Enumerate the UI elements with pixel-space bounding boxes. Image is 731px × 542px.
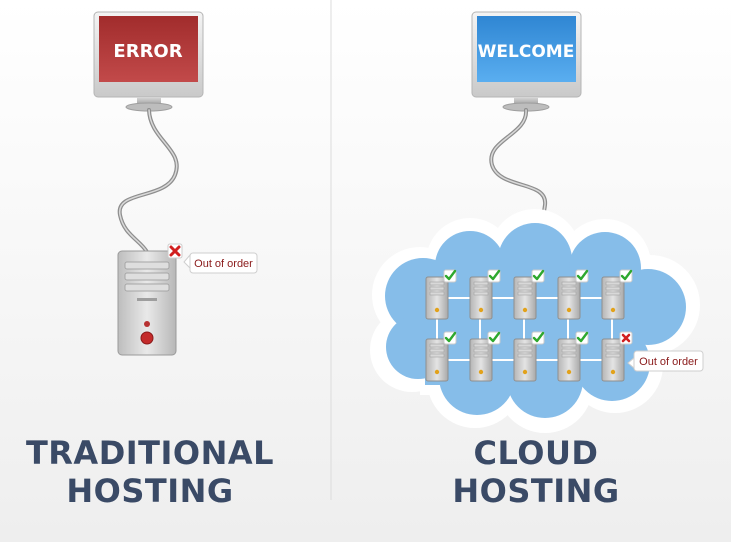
left-cable [117,108,179,254]
mini-server-ok [469,276,493,320]
cloud-title-line1: CLOUD [473,434,599,472]
right-screen-text: WELCOME [478,42,575,62]
mini-server-ok [557,276,581,320]
traditional-title-line1: TRADITIONAL [25,434,275,472]
checkmark-icon [575,269,589,283]
mini-server-ok [425,338,449,382]
right-status-callout: Out of order [627,350,704,372]
left-screen-text: ERROR [113,41,182,62]
checkmark-icon [487,331,501,345]
left-error-x-icon [167,243,183,259]
mini-server-error [601,338,625,382]
mini-server-ok [425,276,449,320]
cloud-title-line2: HOSTING [452,472,620,510]
mini-server-ok [513,276,537,320]
cloud-hosting-title: CLOUD HOSTING [386,434,686,510]
checkmark-icon [575,331,589,345]
left-server-tower [117,250,177,356]
checkmark-icon [531,269,545,283]
right-monitor-screen [477,16,576,82]
traditional-title-line2: HOSTING [66,472,234,510]
left-monitor-screen [99,16,198,82]
left-status-callout: Out of order [183,252,258,274]
mini-server-ok [513,338,537,382]
left-status-label: Out of order [194,258,253,270]
mini-server-ok [557,338,581,382]
checkmark-icon [443,331,457,345]
mini-server-ok [601,276,625,320]
server-grid [425,269,633,382]
cloud-icon [370,209,700,433]
checkmark-icon [487,269,501,283]
mini-server-ok [469,338,493,382]
right-status-label: Out of order [639,356,698,368]
right-monitor: WELCOME [471,11,582,112]
checkmark-icon [619,269,633,283]
error-x-icon [619,331,633,345]
left-server-power-button [140,331,154,345]
left-monitor: ERROR [93,11,204,112]
checkmark-icon [443,269,457,283]
checkmark-icon [531,331,545,345]
traditional-hosting-title: TRADITIONAL HOSTING [0,434,300,510]
